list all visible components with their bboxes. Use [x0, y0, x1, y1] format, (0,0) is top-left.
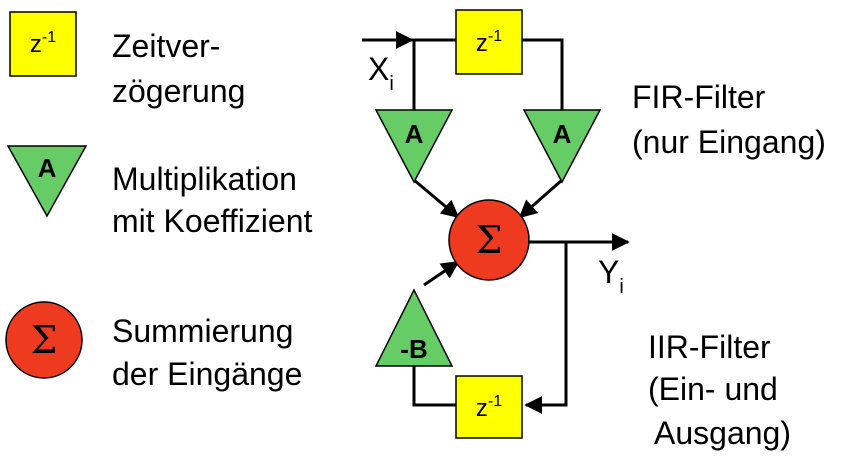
- iir-label-3: Ausgang): [654, 415, 791, 451]
- output-label: Yi: [598, 254, 624, 298]
- legend-sum: Σ Summierung der Eingänge: [5, 301, 302, 392]
- legend-multiply-triangle: [6, 145, 88, 218]
- delay-box-feedback: z-1: [455, 375, 523, 439]
- sum-node: Σ: [448, 199, 530, 281]
- sum-node-symbol: Σ: [476, 218, 503, 262]
- feedback-line: [524, 242, 568, 414]
- legend-sum-text-2: der Eingänge: [112, 356, 302, 392]
- coef-b-label: -B: [400, 334, 427, 364]
- legend-delay-symbol: z-1: [30, 29, 56, 58]
- legend-multiply-text-2: mit Koeffizient: [112, 203, 313, 239]
- legend-multiply-text-1: Multiplikation: [112, 161, 297, 197]
- legend: z-1 Zeitver- zögerung A Multiplikation m…: [5, 11, 313, 392]
- legend-delay: z-1 Zeitver- zögerung: [9, 11, 245, 109]
- coef-a-left-label: A: [405, 119, 424, 149]
- iir-label-1: IIR-Filter: [648, 329, 771, 365]
- legend-delay-text-1: Zeitver-: [112, 28, 220, 64]
- coef-a-right-label: A: [553, 119, 572, 149]
- legend-delay-box: [9, 11, 77, 77]
- delay-box-forward: z-1: [455, 9, 523, 75]
- delay-forward-symbol: z-1: [476, 28, 502, 57]
- legend-sum-circle: [5, 301, 83, 379]
- iir-label-2: (Ein- und: [648, 371, 778, 407]
- coef-a-left-triangle: A: [374, 109, 454, 184]
- legend-multiply-symbol: A: [38, 153, 57, 183]
- right-coef-to-sum-arrow: [518, 178, 563, 219]
- coef-a-right-triangle: A: [522, 109, 602, 184]
- feedback-delay-to-coef-line: [412, 366, 456, 407]
- fir-label-2: (nur Eingang): [632, 124, 826, 160]
- coef-b-triangle: -B: [374, 288, 454, 367]
- input-label: Xi: [368, 51, 394, 95]
- fir-label-1: FIR-Filter: [632, 79, 766, 115]
- legend-sum-symbol: Σ: [31, 318, 58, 362]
- filter-graph: [362, 31, 630, 414]
- feedback-coef-to-sum-arrow: [423, 260, 460, 287]
- delay-to-right-tap-line: [522, 38, 564, 112]
- delay-feedback-symbol: z-1: [476, 393, 502, 422]
- legend-sum-text-1: Summierung: [112, 313, 293, 349]
- legend-delay-text-2: zögerung: [112, 73, 245, 109]
- legend-multiply: A Multiplikation mit Koeffizient: [6, 145, 313, 239]
- left-coef-to-sum-arrow: [413, 178, 460, 219]
